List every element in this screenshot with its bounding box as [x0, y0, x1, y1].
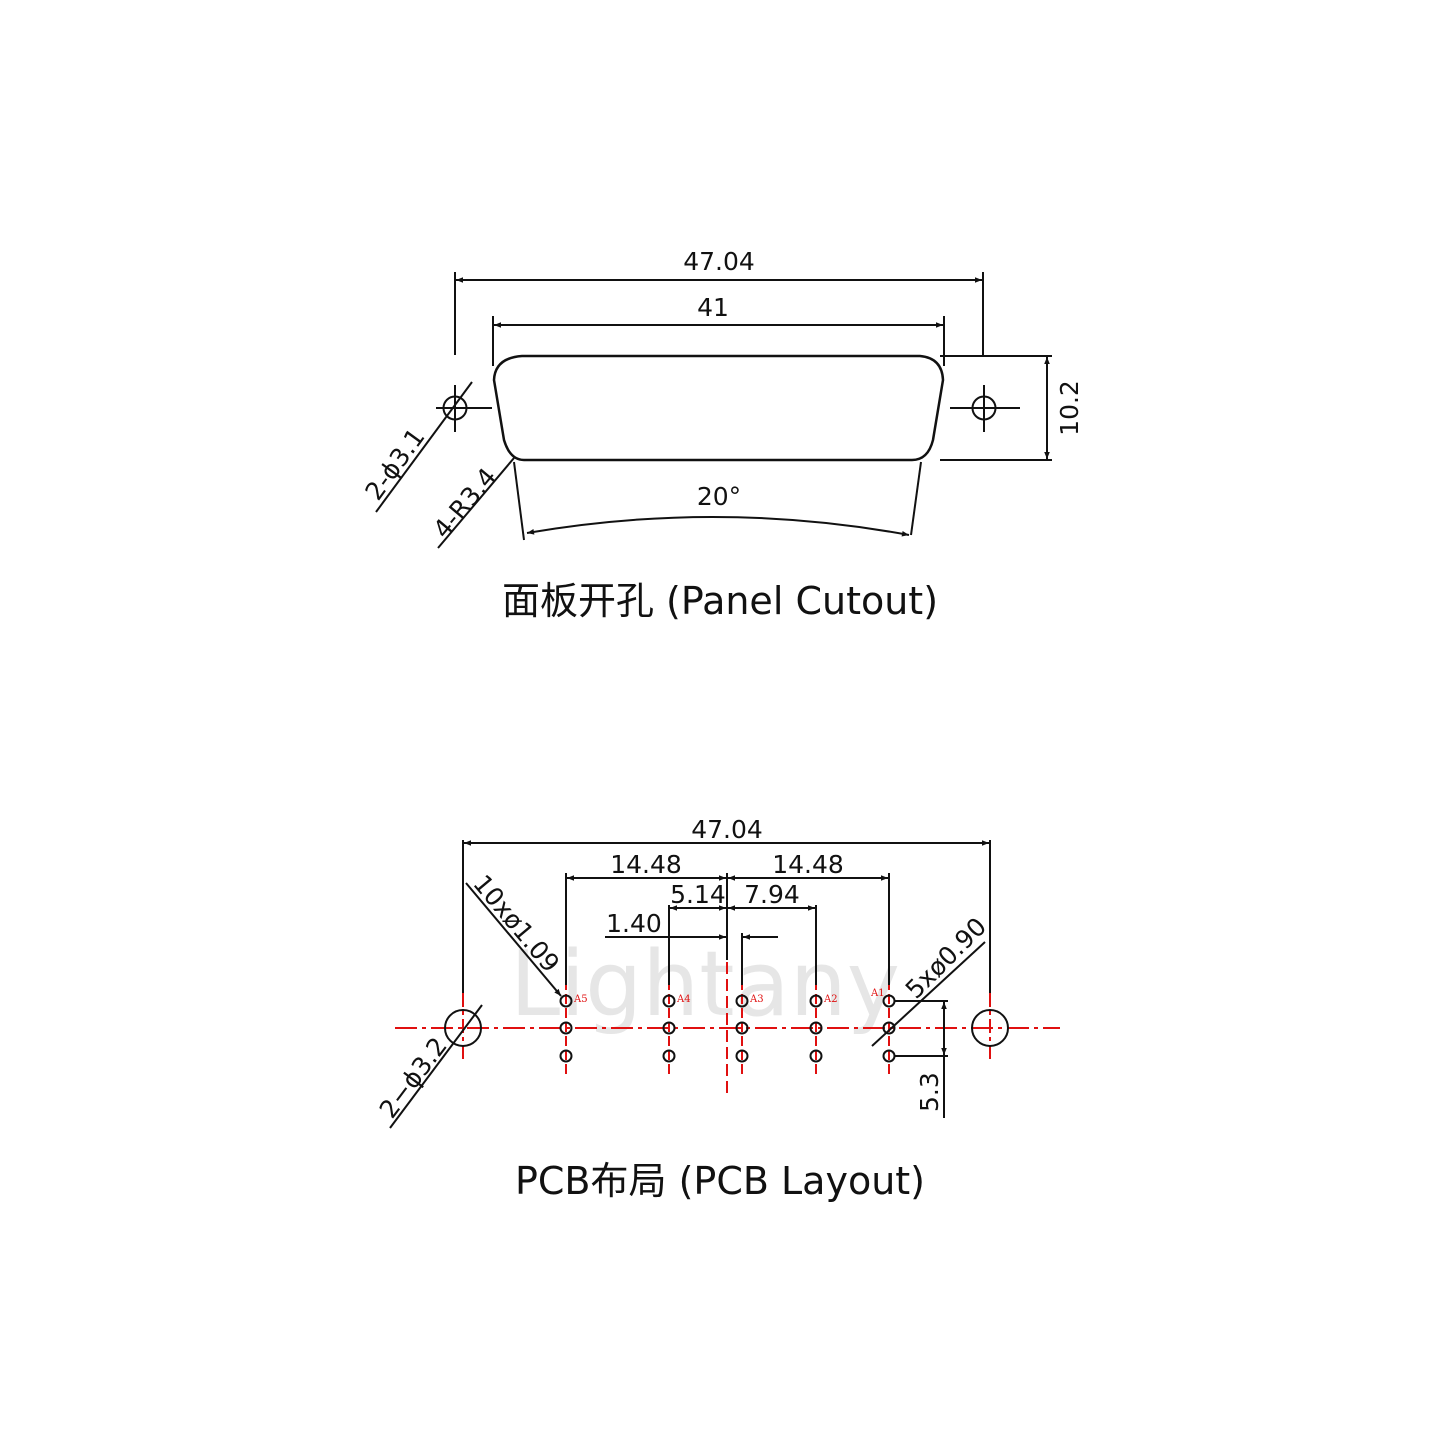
pcb-dim-right-group: 14.48 — [772, 850, 844, 879]
pcb-dim-row-pitch: 5.3 — [915, 1072, 944, 1112]
panel-dim-labels: 47.04 41 20° 10.2 2-ϕ3.1 4-R3.4 — [359, 247, 1084, 544]
dim-overall-width: 47.04 — [683, 247, 755, 276]
pcb-dim-offset-a: 5.14 — [670, 880, 726, 909]
pcb-dim-overall: 47.04 — [691, 815, 763, 844]
watermark: Lightany — [510, 932, 900, 1037]
panel-cutout-caption: 面板开孔 (Panel Cutout) — [501, 579, 939, 623]
pcb-layout-caption: PCB布局 (PCB Layout) — [514, 1159, 926, 1203]
dim-cutout-width: 41 — [697, 293, 729, 322]
pin-label-a3: A3 — [749, 994, 764, 1005]
dim-angle: 20° — [697, 482, 741, 511]
pcb-dim-offset-b: 7.94 — [744, 880, 800, 909]
hole-callout: 2-ϕ3.1 — [359, 423, 430, 506]
pcb-callout-small-holes-b: 5xø0.90 — [900, 912, 992, 1004]
pcb-dim-left-group: 14.48 — [610, 850, 682, 879]
radius-callout: 4-R3.4 — [427, 462, 502, 544]
pin-label-a4: A4 — [676, 994, 691, 1005]
pcb-layout-drawing — [389, 840, 1009, 1129]
pin-label-a1: A1 — [870, 988, 885, 999]
pin-label-a5: A5 — [573, 994, 588, 1005]
dim-height: 10.2 — [1055, 380, 1084, 436]
pcb-dim-offset-c: 1.40 — [606, 909, 662, 938]
panel-cutout-drawing — [375, 272, 1052, 549]
pcb-callout-big-holes: 2−ϕ3.2 — [374, 1032, 453, 1124]
pin-labels: A5 A4 A3 A2 A1 — [573, 988, 885, 1005]
pin-label-a2: A2 — [823, 994, 838, 1005]
pcb-centerlines — [395, 962, 1060, 1095]
